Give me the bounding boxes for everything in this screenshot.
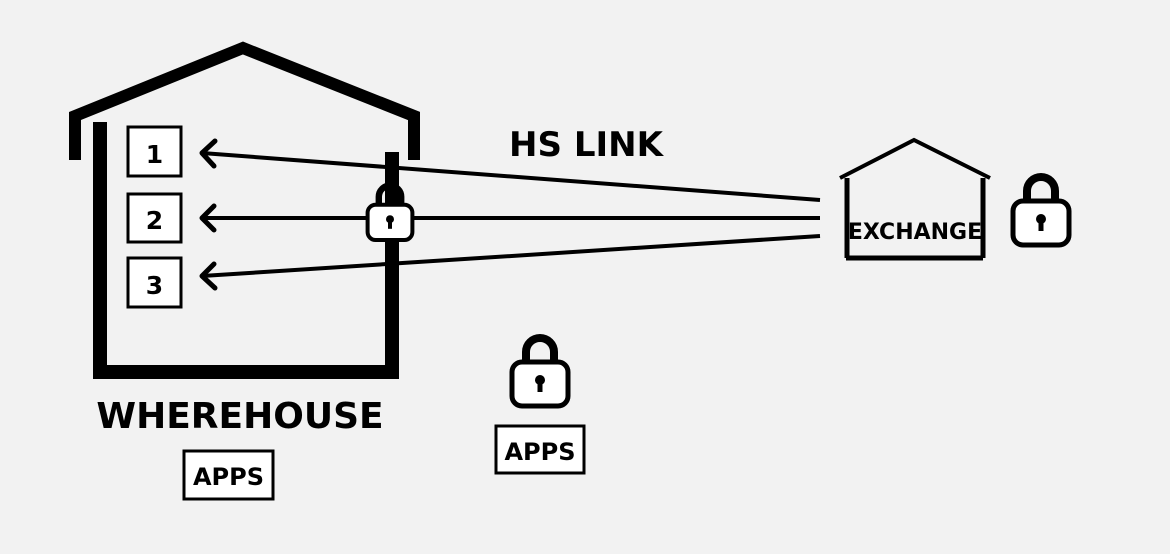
link-line-1: [201, 151, 821, 202]
warehouse-label: WHEREHOUSE: [96, 396, 383, 437]
hs-link-lines: [201, 151, 821, 278]
slot-label-3: 3: [146, 271, 163, 300]
padlock-icon: [1013, 177, 1069, 245]
slot-label-2: 2: [146, 206, 163, 235]
warehouse-building: [69, 41, 420, 379]
warehouse-apps-box: APPS: [182, 449, 275, 501]
hs-link-label: HS LINK: [509, 125, 665, 165]
arrow-head-icon: [199, 138, 218, 169]
slot-label-1: 1: [146, 140, 163, 169]
arrow-head-icon: [199, 261, 218, 291]
exchange-label: EXCHANGE: [848, 220, 982, 245]
standalone-apps-box: APPS: [494, 424, 586, 475]
slot-box-1: 1: [126, 125, 183, 178]
standalone-apps-label: APPS: [504, 438, 575, 466]
arrow-heads: [199, 138, 218, 291]
link-line-3: [201, 234, 821, 278]
slot-box-2: 2: [126, 192, 183, 244]
exchange-building: EXCHANGE: [839, 137, 991, 261]
arrow-head-icon: [199, 203, 217, 233]
padlock-icon: [512, 338, 568, 406]
slot-box-3: 3: [126, 256, 183, 309]
warehouse-apps-label: APPS: [193, 463, 264, 491]
